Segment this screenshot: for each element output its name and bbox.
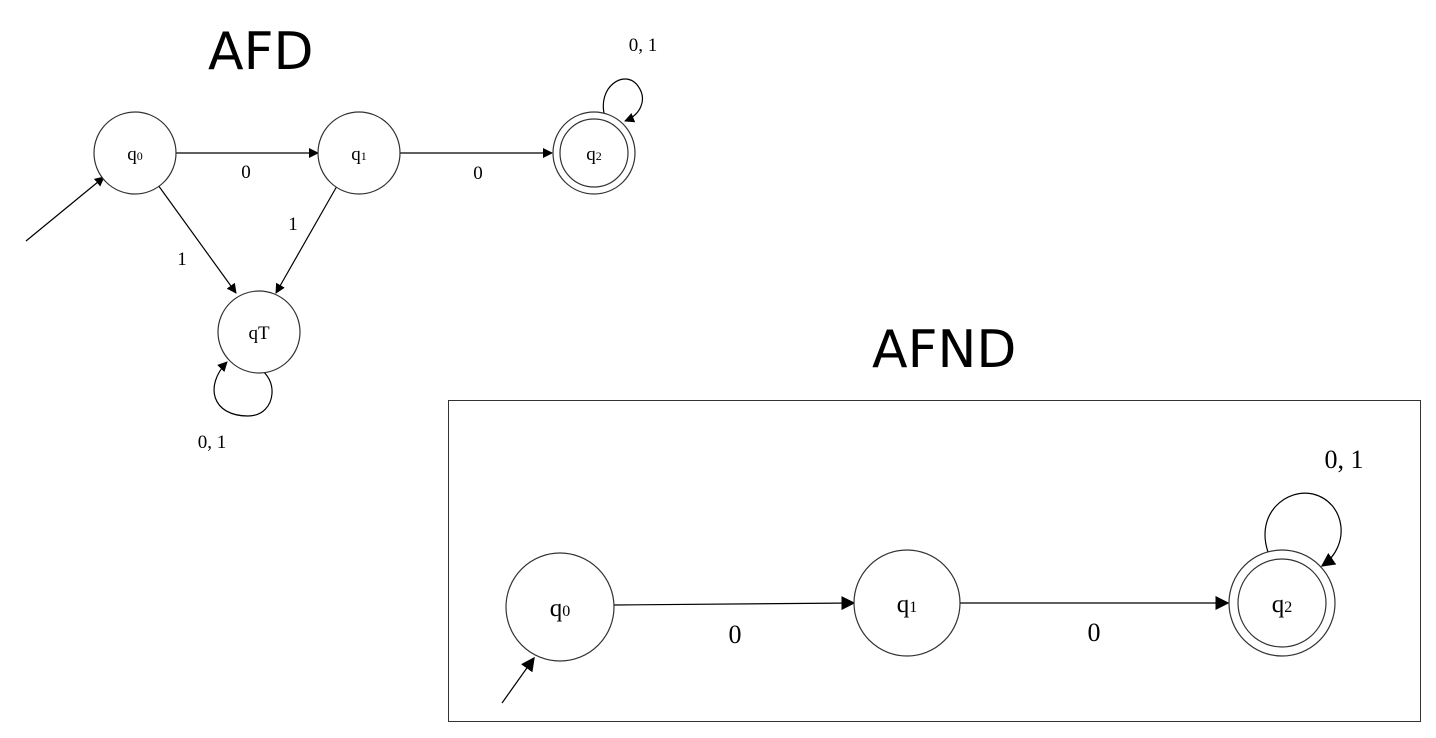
svg-text:q0: q0 [550,595,571,622]
afnd-title: AFND [872,320,1016,380]
afd-label-q1-qT: 1 [288,214,298,235]
afnd-loop-q2 [1264,492,1342,567]
afnd-q0-base: q [550,595,563,622]
afd-label-q0-qT: 1 [177,249,187,270]
svg-text:q2: q2 [1272,591,1293,618]
afd-diagram: AFD q0 q1 q2 qT 0 0 1 1 0, 1 [25,22,658,453]
afd-initial-arrow [25,176,105,242]
afd-state-q2-accepting: q2 [552,111,636,195]
afd-title: AFD [208,22,314,82]
svg-text:q1: q1 [897,591,918,618]
afd-edge-q1-qT [275,185,338,294]
afnd-state-q0: q0 [505,552,615,662]
afd-q2-sub: 2 [596,149,602,163]
afd-qT-label: qT [248,323,270,344]
afnd-initial-arrow [501,656,535,704]
afnd-q1-base: q [897,591,910,618]
afd-label-q0-q1: 0 [241,162,251,183]
afd-loop-qT [213,361,273,417]
afd-q1-base: q [351,144,361,165]
afd-state-qT: qT [217,290,301,374]
afd-state-q0: q0 [93,111,177,195]
afd-q1-sub: 1 [361,149,367,163]
afnd-frame [448,400,1421,722]
svg-text:q0: q0 [127,144,143,165]
afd-q0-sub: 0 [137,149,143,163]
afd-state-q1: q1 [317,111,401,195]
afnd-label-q1-q2: 0 [1088,618,1101,647]
afd-q0-base: q [127,144,137,165]
afnd-q2-base: q [1272,591,1285,618]
afnd-label-q2-loop: 0, 1 [1325,445,1364,474]
svg-text:q2: q2 [586,144,602,165]
afd-label-q2-loop: 0, 1 [629,35,658,56]
afnd-label-q0-q1: 0 [729,620,742,649]
svg-text:q1: q1 [351,144,367,165]
afd-label-qT-loop: 0, 1 [198,432,227,453]
afd-loop-q2 [602,78,643,123]
afnd-q1-sub: 1 [909,599,917,616]
afd-label-q1-q2: 0 [473,163,483,184]
afnd-q2-sub: 2 [1284,599,1292,616]
afd-edge-q0-qT [157,184,237,294]
afnd-edge-q0-q1 [613,596,856,611]
afnd-q0-sub: 0 [562,603,570,620]
afnd-state-q1: q1 [853,549,961,657]
afnd-diagram: AFND q0 q1 q2 0 0 0, 1 [448,320,1421,722]
afd-q2-base: q [586,144,596,165]
afnd-state-q2-accepting: q2 [1228,549,1336,657]
